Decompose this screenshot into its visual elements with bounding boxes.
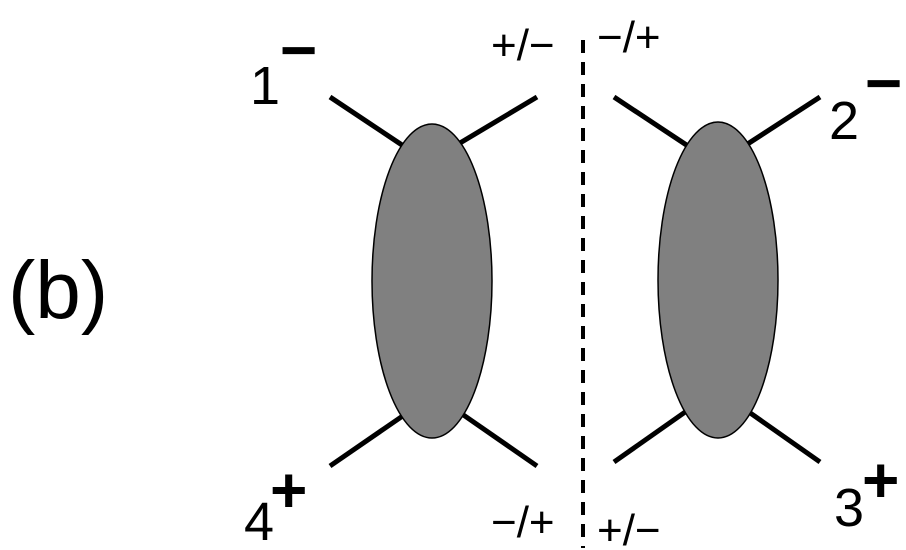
left-amplitude-blob: [371, 123, 493, 439]
leg-left-bottom-internal-line: [460, 411, 539, 469]
leg-right-bottom-internal-line: [612, 407, 690, 465]
leg-3-number: 3: [834, 478, 864, 538]
cut-label-top-right: −/+: [597, 13, 661, 62]
right-amplitude-blob: [657, 121, 779, 439]
leg-4-line: [328, 410, 409, 469]
leg-2-number: 2: [829, 91, 859, 151]
leg-2-sign: −: [865, 47, 902, 119]
cut-label-bottom-left: −/+: [491, 498, 555, 547]
leg-4-number: 4: [244, 492, 274, 550]
cut-label-bottom-right: +/−: [597, 506, 661, 550]
panel-label: (b): [8, 245, 108, 336]
leg-right-top-internal-line: [612, 94, 690, 149]
leg-left-top-internal-line: [458, 94, 539, 146]
leg-2-line: [744, 94, 822, 148]
leg-1-line: [328, 94, 407, 150]
leg-3-sign: +: [862, 444, 899, 516]
leg-3-line: [744, 407, 822, 465]
leg-4-sign: +: [270, 454, 307, 526]
leg-1-sign: −: [280, 14, 317, 86]
cut-label-top-left: +/−: [491, 21, 555, 70]
leg-1-number: 1: [250, 56, 280, 116]
